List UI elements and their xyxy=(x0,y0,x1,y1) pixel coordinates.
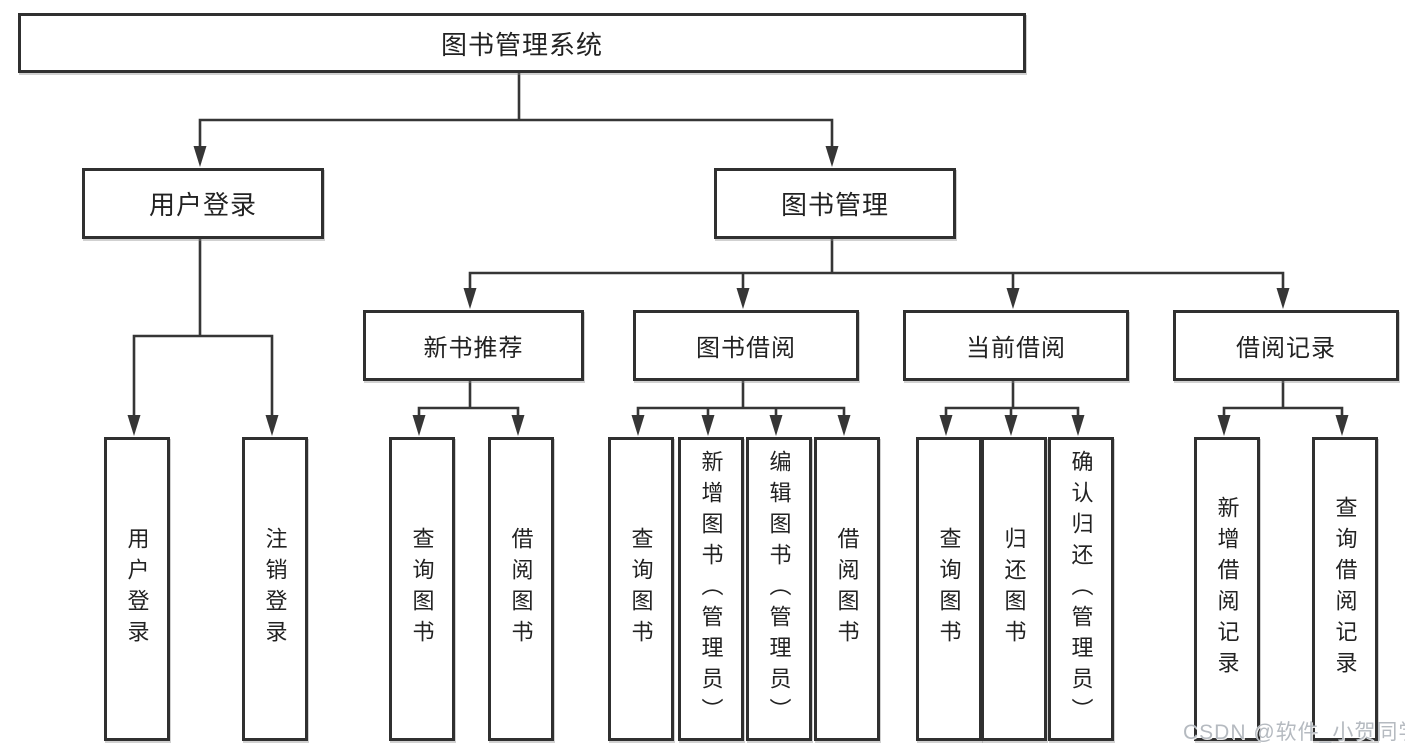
node-label: 图书借阅 xyxy=(696,335,796,362)
node-label: 归还图书 xyxy=(1001,527,1027,651)
arrowhead-icon xyxy=(265,415,279,436)
arrowhead-icon xyxy=(701,415,715,436)
connector-bracket-borrow-records xyxy=(1222,406,1344,416)
arrowhead-icon xyxy=(193,146,207,167)
node-label: 编辑图书（管理员） xyxy=(766,449,792,729)
node-label: 借阅图书 xyxy=(508,527,534,651)
connector-bracket-root xyxy=(198,118,834,148)
node-label: 新增借阅记录 xyxy=(1214,496,1240,682)
leaf-confirm-return-admin: 确认归还（管理员） xyxy=(1048,437,1114,741)
node-label: 借阅记录 xyxy=(1236,335,1336,362)
node-label: 用户登录 xyxy=(148,190,257,220)
watermark-text: CSDN @软件_小贺同学 xyxy=(1183,721,1405,744)
node-label: 查询图书 xyxy=(936,527,962,651)
node-borrow-records: 借阅记录 xyxy=(1173,310,1399,381)
node-current-borrow: 当前借阅 xyxy=(903,310,1129,381)
node-book-borrow: 图书借阅 xyxy=(633,310,859,381)
arrowhead-icon xyxy=(511,415,525,436)
node-label: 查询图书 xyxy=(409,527,435,651)
leaf-query-borrow-record: 查询借阅记录 xyxy=(1312,437,1378,741)
leaf-logout: 注销登录 xyxy=(242,437,308,741)
connector-bracket-book-borrow xyxy=(636,406,846,416)
leaf-query-books-current: 查询图书 xyxy=(916,437,982,741)
arrowhead-icon xyxy=(736,288,750,309)
leaf-add-book-admin: 新增图书（管理员） xyxy=(678,437,744,741)
arrowhead-icon xyxy=(825,146,839,167)
node-label: 确认归还（管理员） xyxy=(1068,449,1094,729)
arrowhead-icon xyxy=(1006,288,1020,309)
node-new-book-recommend: 新书推荐 xyxy=(363,310,584,381)
node-user-login: 用户登录 xyxy=(82,168,324,239)
node-label: 当前借阅 xyxy=(966,335,1066,362)
leaf-query-books-borrow: 查询图书 xyxy=(608,437,674,741)
node-label: 用户登录 xyxy=(124,527,150,651)
arrowhead-icon xyxy=(1004,415,1018,436)
arrowhead-icon xyxy=(837,415,851,436)
arrowhead-icon xyxy=(127,415,141,436)
arrowhead-icon xyxy=(463,288,477,309)
node-label: 图书管理系统 xyxy=(440,29,603,60)
connector-bracket-user-login xyxy=(132,334,274,416)
node-label: 借阅图书 xyxy=(834,527,860,651)
leaf-edit-book-admin: 编辑图书（管理员） xyxy=(746,437,812,741)
leaf-query-books-recommend: 查询图书 xyxy=(389,437,455,741)
node-book-management: 图书管理 xyxy=(714,168,956,239)
arrowhead-icon xyxy=(939,415,953,436)
node-library-system: 图书管理系统 xyxy=(18,13,1026,73)
arrowhead-icon xyxy=(631,415,645,436)
connector-bracket-new-book xyxy=(417,406,520,416)
node-label: 新增图书（管理员） xyxy=(698,449,724,729)
node-label: 新书推荐 xyxy=(423,335,524,362)
node-label: 注销登录 xyxy=(262,527,288,651)
node-label: 查询借阅记录 xyxy=(1332,496,1358,682)
arrowhead-icon xyxy=(769,415,783,436)
arrowhead-icon xyxy=(1335,415,1349,436)
leaf-borrow-books-recommend: 借阅图书 xyxy=(488,437,554,741)
arrowhead-icon xyxy=(412,415,426,436)
connector-bracket-book-management xyxy=(468,271,1285,290)
leaf-user-login: 用户登录 xyxy=(104,437,170,741)
node-label: 查询图书 xyxy=(628,527,654,651)
node-label: 图书管理 xyxy=(780,190,889,220)
arrowhead-icon xyxy=(1276,288,1290,309)
arrowhead-icon xyxy=(1217,415,1231,436)
leaf-add-borrow-record: 新增借阅记录 xyxy=(1194,437,1260,741)
leaf-return-books: 归还图书 xyxy=(981,437,1047,741)
arrowhead-icon xyxy=(1071,415,1085,436)
leaf-borrow-books: 借阅图书 xyxy=(814,437,880,741)
